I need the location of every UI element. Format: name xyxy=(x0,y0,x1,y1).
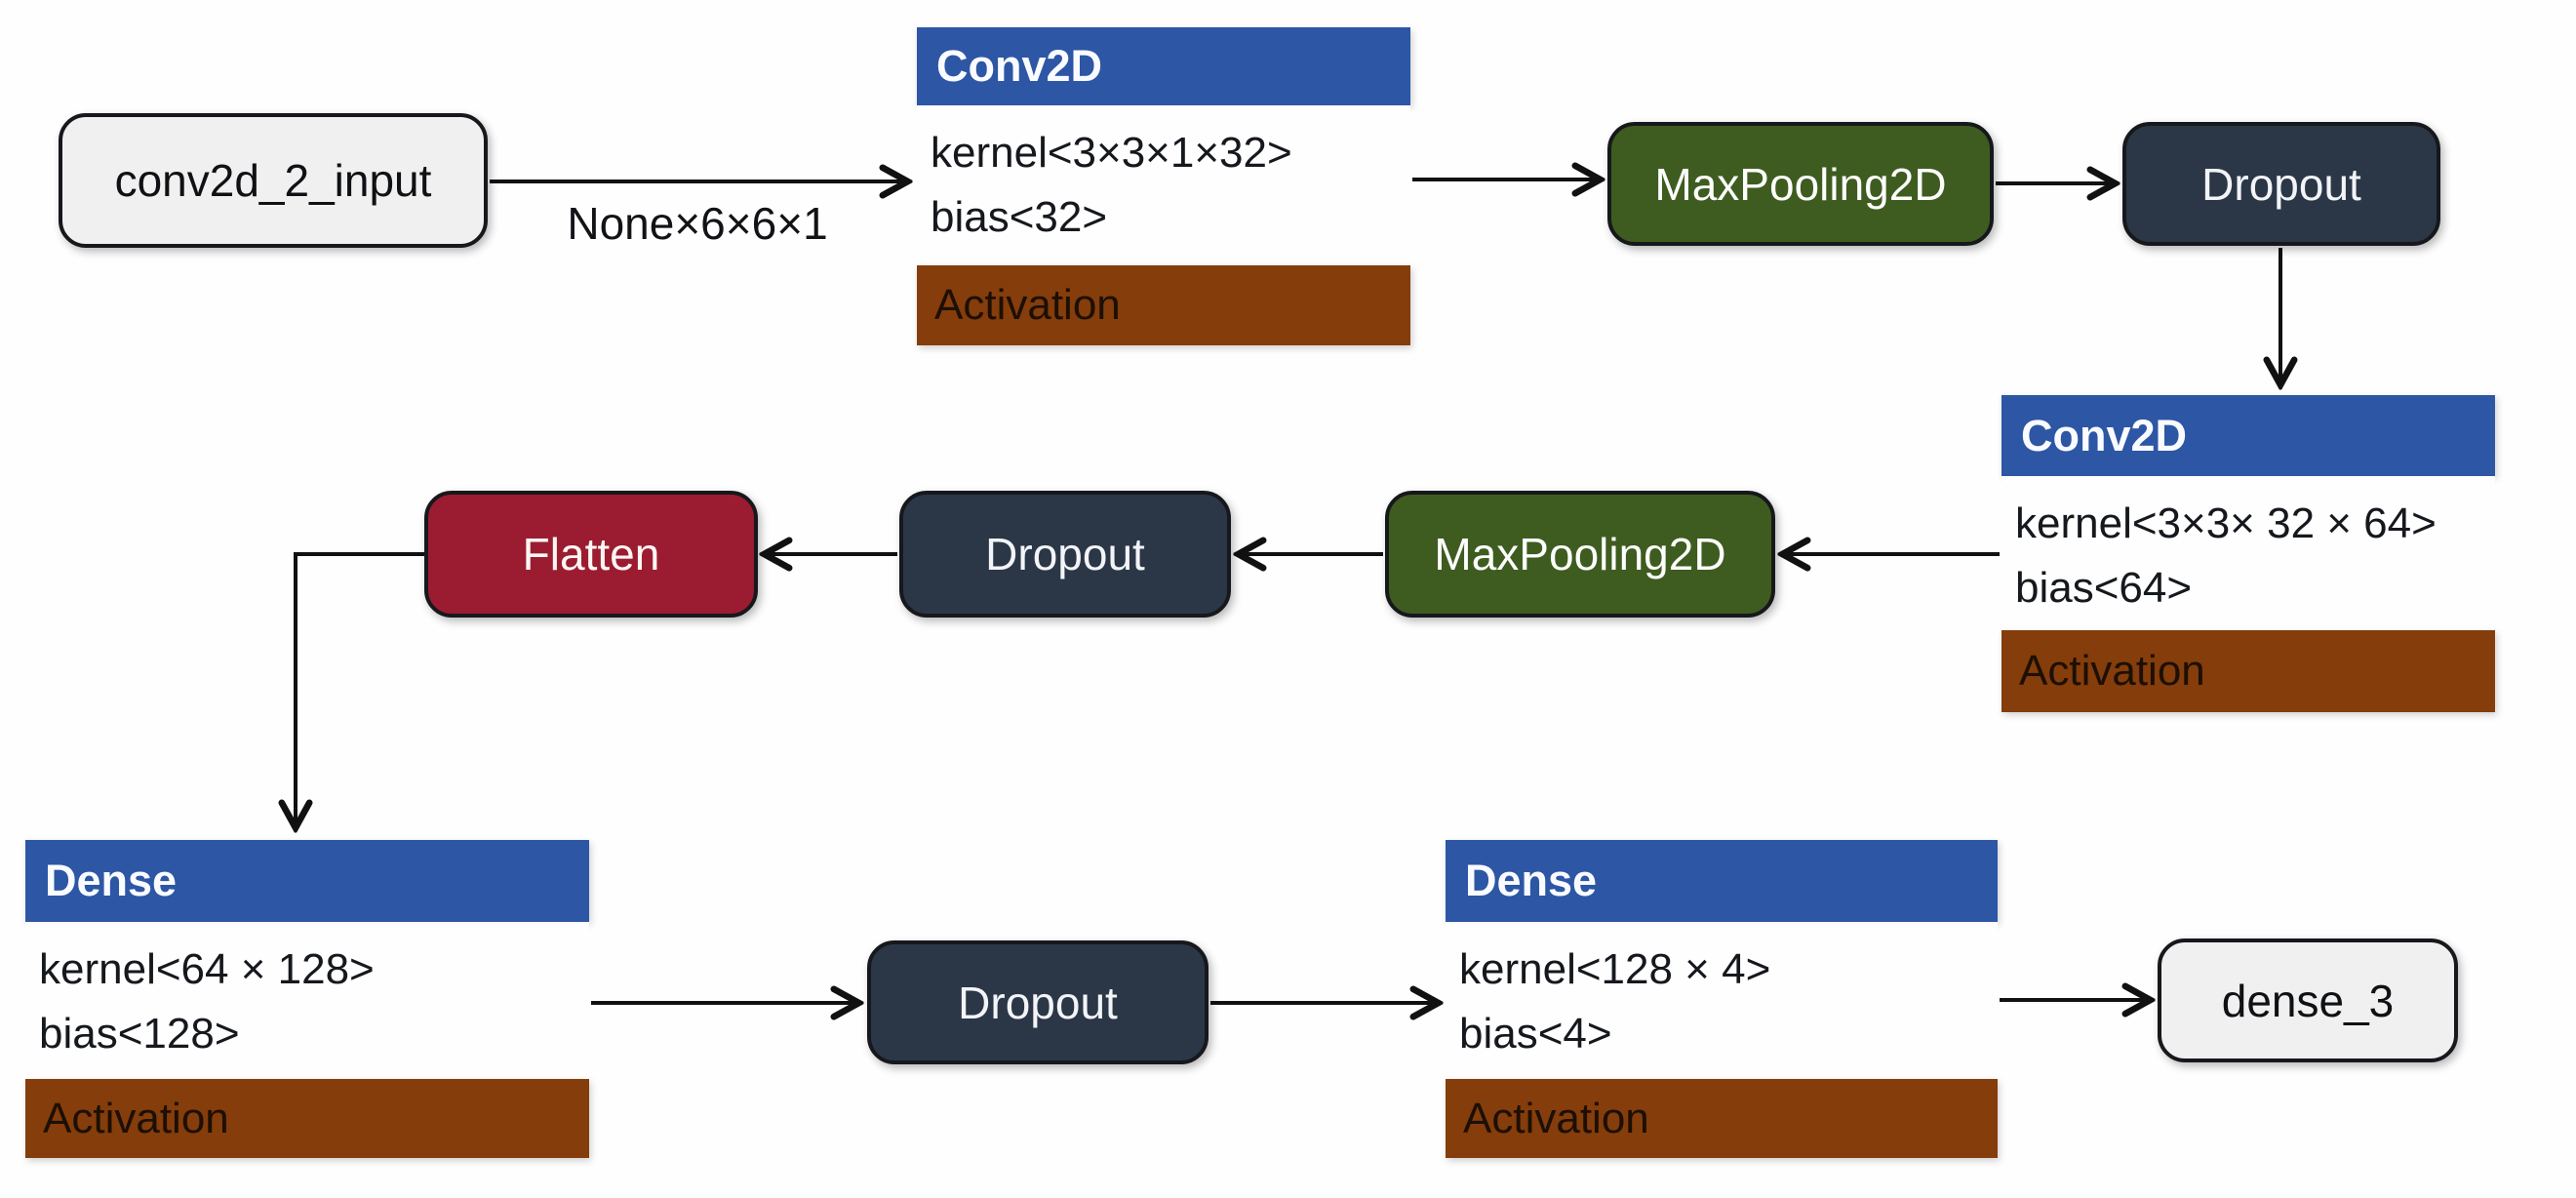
dense-1-params: kernel<64 × 128> bias<128> xyxy=(25,922,589,1079)
conv2d-2-kernel: kernel<3×3× 32 × 64> xyxy=(2015,499,2437,547)
dense-2-activation: Activation xyxy=(1446,1079,1998,1158)
conv2d-1-header: Conv2D xyxy=(917,27,1410,105)
conv2d-2-activation: Activation xyxy=(2001,630,2495,712)
conv2d-1-params: kernel<3×3×1×32> bias<32> xyxy=(917,105,1410,265)
dense-3-label: dense_3 xyxy=(2221,975,2395,1026)
dropout-1-label: Dropout xyxy=(2201,158,2361,210)
conv2d-1-kernel: kernel<3×3×1×32> xyxy=(931,129,1292,177)
node-dropout-1: Dropout xyxy=(2122,122,2440,246)
dense-1-activation: Activation xyxy=(25,1079,589,1158)
conv2d-1-bias: bias<32> xyxy=(931,193,1108,241)
node-input: conv2d_2_input xyxy=(59,113,488,248)
edge-flatten-to-dense1 xyxy=(296,552,424,825)
maxpooling2d-2-label: MaxPooling2D xyxy=(1434,529,1726,579)
dense-2-params: kernel<128 × 4> bias<4> xyxy=(1446,922,1998,1079)
dense-1-header: Dense xyxy=(25,840,589,922)
dense-1-bias: bias<128> xyxy=(39,1010,240,1058)
conv2d-1-activation: Activation xyxy=(917,265,1410,345)
maxpooling2d-1-label: MaxPooling2D xyxy=(1654,158,1947,210)
dropout-3-label: Dropout xyxy=(958,977,1118,1028)
conv2d-2-params: kernel<3×3× 32 × 64> bias<64> xyxy=(2001,476,2495,630)
dropout-2-label: Dropout xyxy=(985,529,1145,579)
node-maxpooling2d-2: MaxPooling2D xyxy=(1385,491,1775,618)
conv2d-2-bias: bias<64> xyxy=(2015,564,2193,612)
dense-1-kernel: kernel<64 × 128> xyxy=(39,945,375,993)
node-dense-3-output: dense_3 xyxy=(2158,938,2458,1062)
node-dropout-3: Dropout xyxy=(867,940,1209,1064)
flatten-label: Flatten xyxy=(522,529,660,579)
node-dropout-2: Dropout xyxy=(899,491,1231,618)
node-input-label: conv2d_2_input xyxy=(114,155,432,206)
node-dense-1: Dense kernel<64 × 128> bias<128> Activat… xyxy=(25,840,589,1158)
dense-2-kernel: kernel<128 × 4> xyxy=(1459,945,1771,993)
node-conv2d-1: Conv2D kernel<3×3×1×32> bias<32> Activat… xyxy=(917,27,1410,345)
node-dense-2: Dense kernel<128 × 4> bias<4> Activation xyxy=(1446,840,1998,1158)
dense-2-header: Dense xyxy=(1446,840,1998,922)
node-maxpooling2d-1: MaxPooling2D xyxy=(1607,122,1994,246)
node-flatten: Flatten xyxy=(424,491,758,618)
dense-2-bias: bias<4> xyxy=(1459,1010,1612,1058)
input-shape-label: None×6×6×1 xyxy=(567,198,828,249)
node-conv2d-2: Conv2D kernel<3×3× 32 × 64> bias<64> Act… xyxy=(2001,395,2495,712)
conv2d-2-header: Conv2D xyxy=(2001,395,2495,476)
